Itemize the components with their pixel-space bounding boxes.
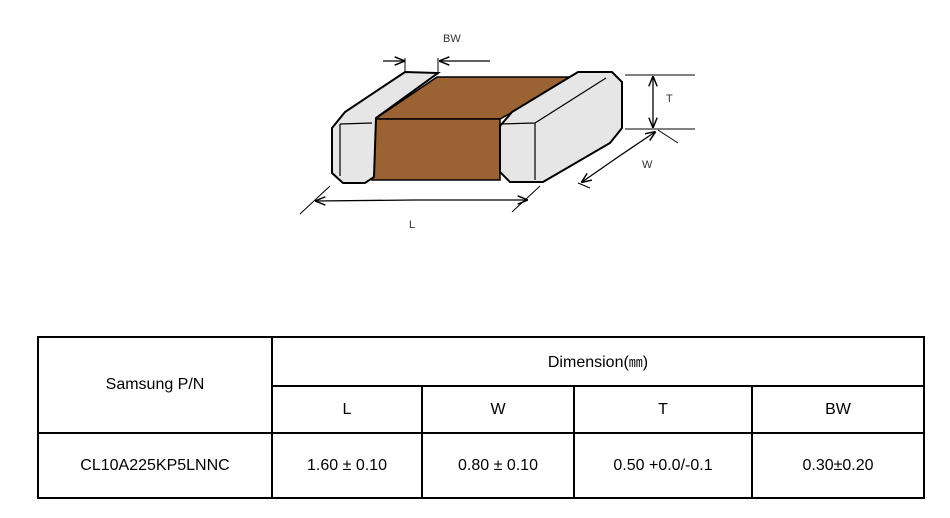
header-part-number: Samsung P/N (37, 336, 273, 434)
cell-w: 0.80 ± 0.10 (421, 432, 575, 499)
capacitor-diagram: BW T W L (299, 33, 695, 231)
cell-t: 0.50 +0.0/-0.1 (573, 432, 753, 499)
header-col-l: L (271, 385, 423, 434)
label-bw: BW (443, 33, 461, 45)
header-dimension: Dimension(㎜) (271, 336, 925, 387)
body-front (371, 118, 501, 181)
header-col-t: T (573, 385, 753, 434)
label-w: W (642, 159, 653, 171)
table-row: CL10A225KP5LNNC 1.60 ± 0.10 0.80 ± 0.10 … (37, 432, 925, 499)
cell-part-number: CL10A225KP5LNNC (37, 432, 273, 499)
label-l: L (409, 219, 415, 231)
cell-l: 1.60 ± 0.10 (271, 432, 423, 499)
header-col-w: W (421, 385, 575, 434)
label-t: T (666, 93, 673, 105)
dimension-table: Samsung P/N Dimension(㎜) L W T BW CL10A2… (37, 336, 925, 499)
header-col-bw: BW (751, 385, 925, 434)
cell-bw: 0.30±0.20 (751, 432, 925, 499)
left-terminal (331, 70, 441, 184)
right-terminal (499, 71, 623, 183)
